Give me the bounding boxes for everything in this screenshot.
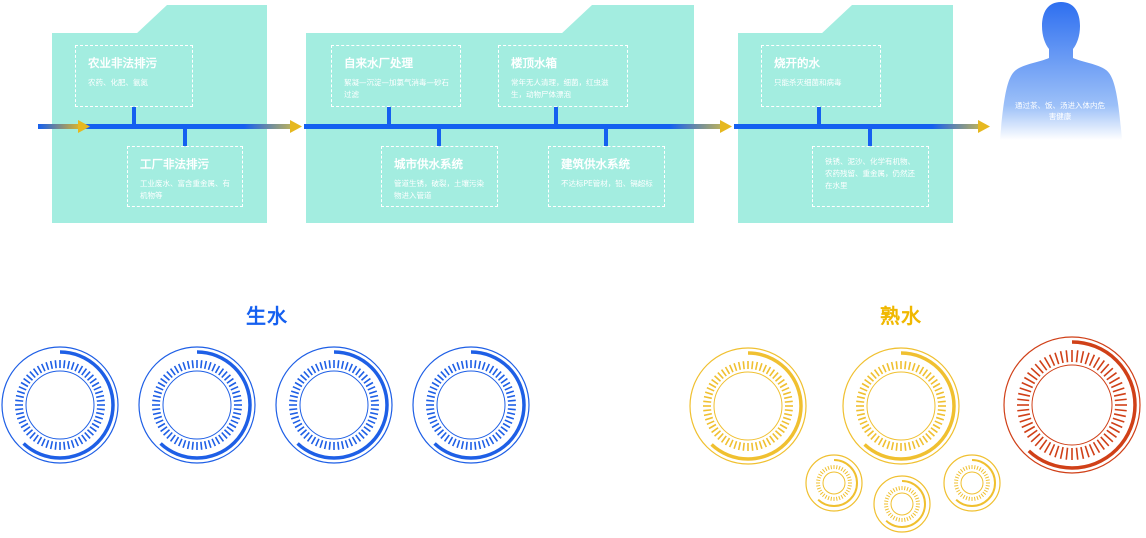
ring-inner bbox=[890, 492, 914, 516]
card-rooftop-tank: 楼顶水箱 常年无人清理，细菌，红虫滋生，动物尸体漂泡 bbox=[498, 45, 628, 107]
boiled-water-ring bbox=[689, 347, 807, 465]
card-text: 农药、化肥、氨氮 bbox=[88, 78, 148, 87]
card-title: 烧开的水 bbox=[774, 56, 820, 70]
boiled-water-ring bbox=[842, 347, 960, 465]
card-title: 自来水厂处理 bbox=[344, 56, 413, 70]
connector-stem bbox=[868, 127, 872, 146]
arrow-head-icon bbox=[290, 120, 302, 133]
ring-ticks bbox=[15, 360, 105, 450]
ring-ticks bbox=[426, 360, 516, 450]
card-building-water-supply: 建筑供水系统 不达标PE管材，铅、镉超标 bbox=[548, 146, 665, 207]
stage-1-panel-tab bbox=[135, 5, 267, 35]
ring-inner bbox=[960, 471, 984, 495]
stage-3-panel-tab bbox=[820, 5, 953, 35]
ring-ticks bbox=[152, 360, 242, 450]
arrow-head-icon bbox=[78, 120, 90, 133]
ring-arc bbox=[142, 350, 252, 460]
ring-inner bbox=[299, 370, 369, 440]
ring-arc bbox=[693, 351, 803, 461]
ring-ticks bbox=[856, 361, 946, 451]
connector-stem bbox=[387, 107, 391, 127]
ring-outer bbox=[805, 454, 863, 512]
ring-arc bbox=[416, 350, 526, 460]
connector-stem bbox=[604, 127, 608, 146]
ring-ticks bbox=[816, 465, 852, 501]
card-factory-pollution: 工厂非法排污 工业废水、富含重金属、有机物等 bbox=[127, 146, 243, 207]
card-title: 楼顶水箱 bbox=[511, 56, 557, 70]
ring-arc bbox=[1007, 340, 1137, 470]
stage-2-panel-tab bbox=[560, 5, 694, 35]
flow-line bbox=[38, 120, 990, 133]
boiled-water-ring-contaminated bbox=[1003, 336, 1141, 474]
connector-stem bbox=[132, 107, 136, 127]
ring-inner bbox=[1031, 364, 1113, 446]
ring-inner bbox=[713, 371, 783, 441]
ring-ticks bbox=[884, 486, 920, 522]
ring-inner bbox=[436, 370, 506, 440]
connector-stem bbox=[817, 107, 821, 127]
boiled-water-ring-small bbox=[943, 454, 1001, 512]
person-caption: 通过茶、饭、汤进入体内危害健康 bbox=[1015, 101, 1105, 121]
ring-outer bbox=[275, 346, 393, 464]
arrow-head-icon bbox=[720, 120, 732, 133]
card-text: 絮凝—沉淀—加氯气消毒—砂石过滤 bbox=[344, 78, 449, 99]
card-remaining-contaminants: 铁锈、泥沙、化学有机物、农药残留、重金属，仍然还在水里 bbox=[812, 146, 929, 207]
ring-inner bbox=[866, 371, 936, 441]
card-text: 工业废水、富含重金属、有机物等 bbox=[140, 179, 230, 200]
ring-ticks bbox=[1017, 350, 1127, 460]
arrow-head-icon bbox=[978, 120, 990, 133]
card-city-water-supply: 城市供水系统 管道生锈，破裂，土壤污染物进入管道 bbox=[381, 146, 498, 207]
ring-arc bbox=[810, 459, 858, 507]
boiled-water-label: 熟水 bbox=[880, 304, 922, 328]
card-water-plant-treatment: 自来水厂处理 絮凝—沉淀—加氯气消毒—砂石过滤 bbox=[331, 45, 461, 107]
ring-ticks bbox=[954, 465, 990, 501]
connector-stem bbox=[554, 107, 558, 127]
ring-outer bbox=[842, 347, 960, 465]
card-boiled-water: 烧开的水 只能杀灭细菌和病毒 bbox=[761, 45, 881, 107]
raw-water-ring bbox=[275, 346, 393, 464]
ring-outer bbox=[1, 346, 119, 464]
card-title: 工厂非法排污 bbox=[140, 157, 209, 171]
boiled-water-ring-small bbox=[873, 475, 931, 533]
card-title: 建筑供水系统 bbox=[561, 157, 630, 171]
ring-inner bbox=[822, 471, 846, 495]
ring-outer bbox=[138, 346, 256, 464]
raw-water-label: 生水 bbox=[246, 304, 288, 328]
connector-stem bbox=[183, 127, 187, 146]
card-text: 常年无人清理，细菌，红虫滋生，动物尸体漂泡 bbox=[511, 78, 609, 99]
card-text: 不达标PE管材，铅、镉超标 bbox=[561, 179, 653, 188]
ring-outer bbox=[412, 346, 530, 464]
ring-inner bbox=[162, 370, 232, 440]
ring-arc bbox=[878, 480, 926, 528]
ring-ticks bbox=[289, 360, 379, 450]
ring-outer bbox=[873, 475, 931, 533]
ring-outer bbox=[943, 454, 1001, 512]
ring-arc bbox=[279, 350, 389, 460]
person-silhouette-icon bbox=[1000, 2, 1122, 140]
card-agricultural-pollution: 农业非法排污 农药、化肥、氨氮 bbox=[75, 45, 193, 107]
raw-water-ring bbox=[1, 346, 119, 464]
ring-arc bbox=[948, 459, 996, 507]
card-text: 铁锈、泥沙、化学有机物、农药残留、重金属，仍然还在水里 bbox=[825, 157, 915, 190]
ring-inner bbox=[25, 370, 95, 440]
card-title: 城市供水系统 bbox=[394, 157, 463, 171]
card-text: 只能杀灭细菌和病毒 bbox=[774, 78, 842, 87]
ring-ticks bbox=[703, 361, 793, 451]
card-text: 管道生锈，破裂，土壤污染物进入管道 bbox=[394, 179, 484, 200]
ring-outer bbox=[1003, 336, 1141, 474]
card-title: 农业非法排污 bbox=[88, 56, 157, 70]
raw-water-ring bbox=[138, 346, 256, 464]
ring-arc bbox=[5, 350, 115, 460]
connector-stem bbox=[437, 127, 441, 146]
boiled-water-ring-small bbox=[805, 454, 863, 512]
ring-arc bbox=[846, 351, 956, 461]
ring-outer bbox=[689, 347, 807, 465]
raw-water-ring bbox=[412, 346, 530, 464]
